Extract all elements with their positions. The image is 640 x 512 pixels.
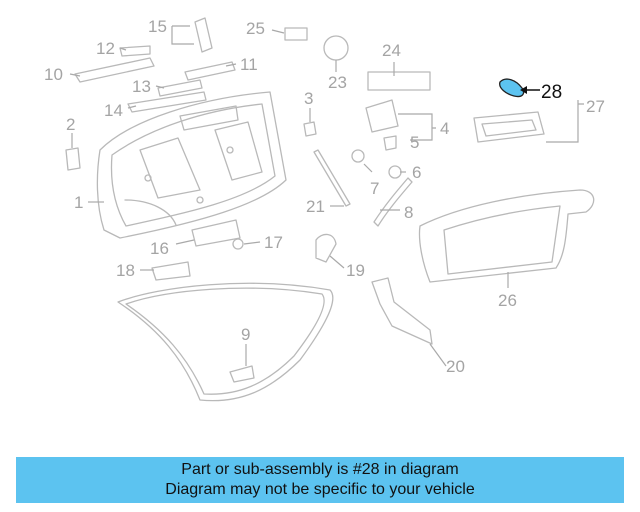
callout-6: 6 [412, 163, 421, 182]
callout-1: 1 [74, 193, 83, 212]
callout-3: 3 [304, 89, 313, 108]
callout-14: 14 [104, 101, 123, 120]
callout-16: 16 [150, 239, 169, 258]
lamp-housing [473, 111, 545, 143]
callout-11: 11 [240, 55, 258, 74]
trunk-lid [96, 91, 287, 239]
trunk-hinge [371, 277, 433, 345]
callout-9: 9 [241, 325, 250, 344]
callout-27: 27 [586, 97, 605, 116]
callout-23: 23 [328, 73, 347, 92]
callout-28: 28 [541, 82, 562, 103]
callout-20: 20 [446, 357, 465, 376]
callout-17: 17 [264, 233, 283, 252]
callout-26: 26 [498, 291, 517, 310]
callout-21: 21 [306, 197, 325, 216]
callout-19: 19 [346, 261, 365, 280]
callout-8: 8 [404, 203, 413, 222]
striker [229, 365, 255, 383]
leader-lines [69, 25, 584, 367]
callout-12: 12 [96, 39, 115, 58]
callout-5: 5 [410, 133, 419, 152]
lock-parts [151, 219, 337, 281]
highlighted-part-28 [499, 78, 540, 98]
callout-13: 13 [132, 77, 151, 96]
bumper-parts [65, 121, 317, 171]
callout-24: 24 [382, 41, 401, 60]
info-line-disclaimer: Diagram may not be specific to your vehi… [165, 481, 475, 498]
info-line-part-reference: Part or sub-assembly is #28 in diagram [181, 461, 459, 478]
trunk-trim-panel [418, 189, 595, 283]
callout-2: 2 [66, 115, 75, 134]
latch-parts [351, 99, 413, 227]
callout-7: 7 [370, 179, 379, 198]
callout-25: 25 [246, 19, 265, 38]
weatherstrip [117, 282, 334, 402]
callout-4: 4 [440, 119, 449, 138]
callout-18: 18 [116, 261, 135, 280]
info-bar: Part or sub-assembly is #28 in diagram D… [16, 457, 624, 503]
callout-15: 15 [148, 17, 167, 36]
callout-labels: 1 2 3 4 5 6 7 8 9 10 11 12 13 14 15 16 1… [44, 17, 605, 376]
parts-diagram: 1 2 3 4 5 6 7 8 9 10 11 12 13 14 15 16 1… [44, 17, 605, 402]
gas-strut [313, 149, 351, 207]
callout-10: 10 [44, 65, 63, 84]
hinge-bars [74, 45, 236, 113]
